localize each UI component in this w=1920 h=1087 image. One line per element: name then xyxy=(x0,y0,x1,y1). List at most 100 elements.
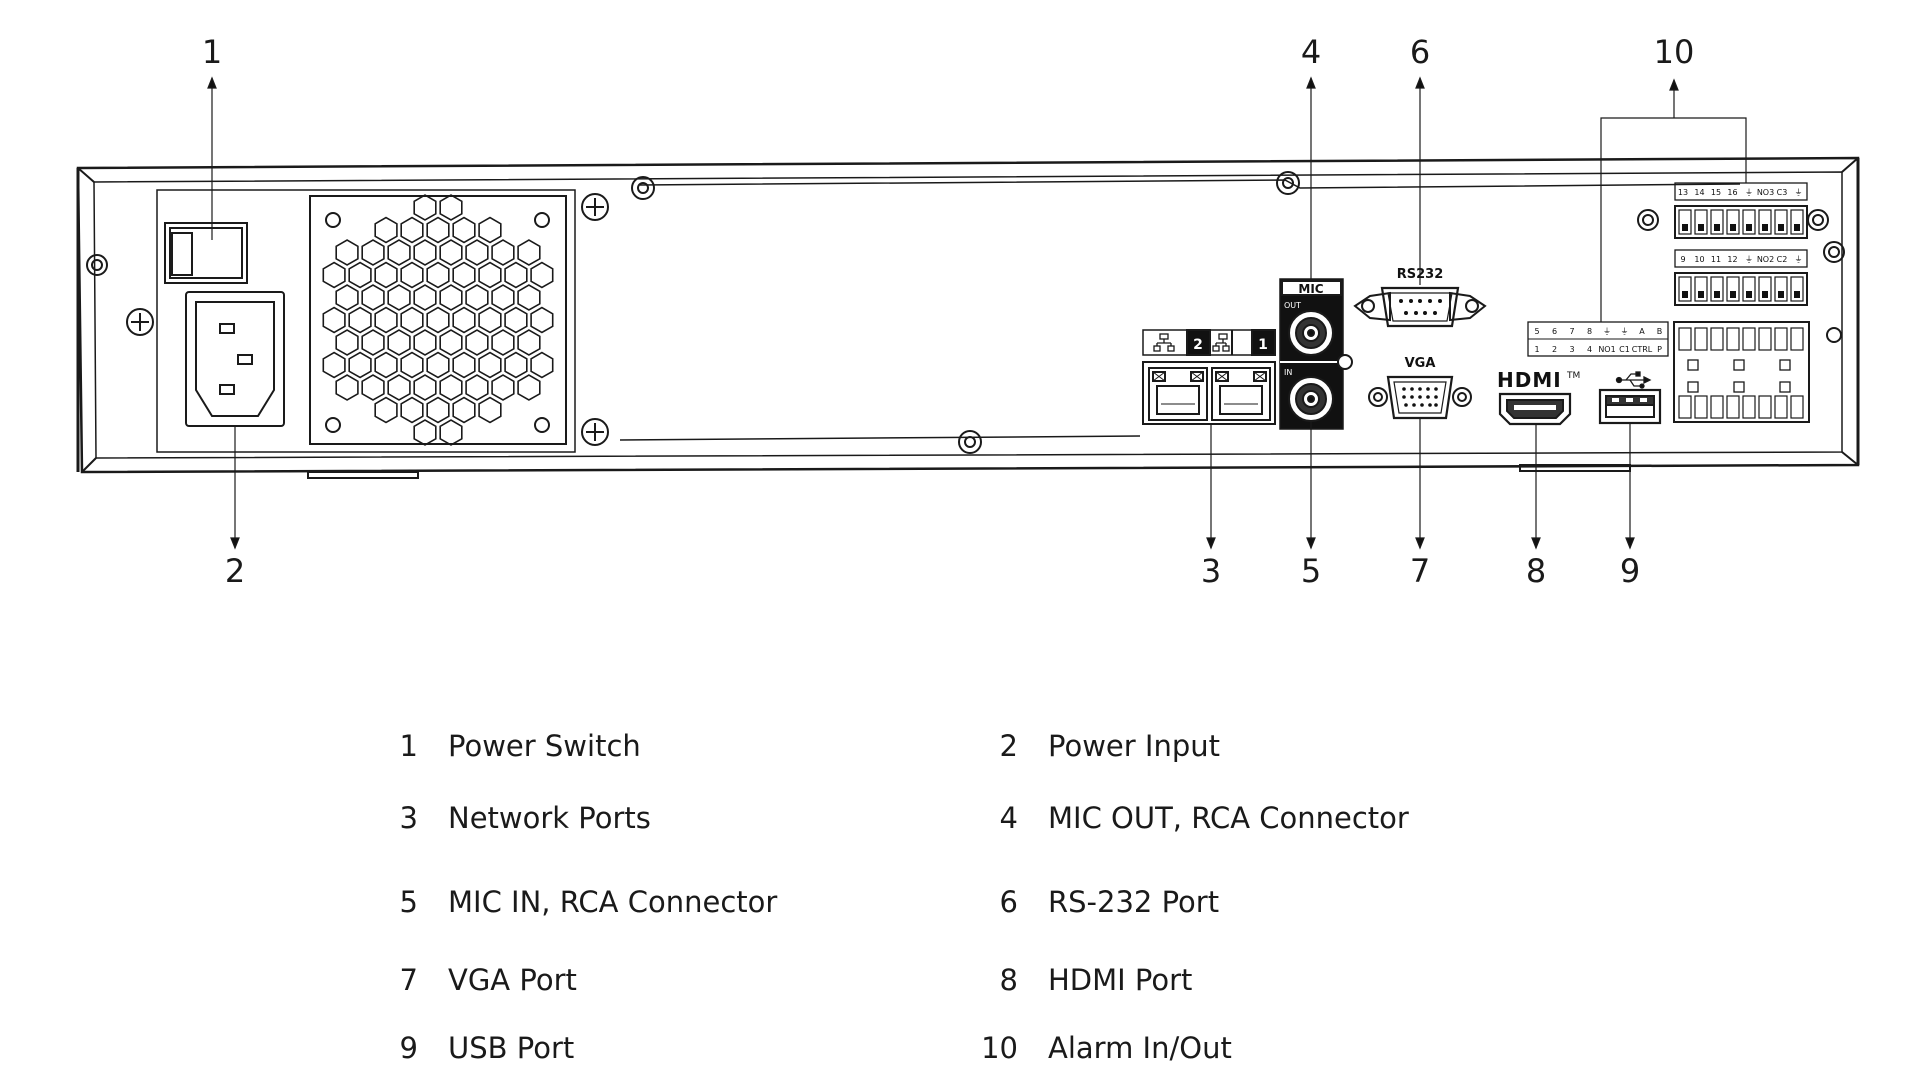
legend-label: Power Switch xyxy=(448,729,641,763)
alarm-terminal-pin xyxy=(1678,209,1692,235)
alarm-terminal-screw xyxy=(1698,291,1704,298)
alarm-terminal-pin xyxy=(1694,209,1708,235)
alarm-terminal-label: C3 xyxy=(1777,188,1788,197)
legend-label: VGA Port xyxy=(448,963,577,997)
mic-in-label: IN xyxy=(1284,368,1292,377)
alarm-terminal-screw xyxy=(1730,224,1736,231)
alarm-terminal-screw xyxy=(1762,224,1768,231)
alarm-terminal-label: 16 xyxy=(1727,188,1737,197)
legend-number: 2 xyxy=(999,729,1018,763)
alarm-terminal-pin xyxy=(1774,327,1788,351)
lan-2-label: 2 xyxy=(1193,337,1203,353)
alarm-terminal-pin xyxy=(1678,327,1692,351)
alarm-terminal-pin xyxy=(1790,209,1804,235)
legend-number: 7 xyxy=(399,963,418,997)
screw xyxy=(86,171,1845,454)
fan-grille xyxy=(309,194,567,446)
alarm-terminal-pin xyxy=(1774,395,1788,419)
alarm-terminal-hole xyxy=(1779,381,1791,393)
leader-arrow xyxy=(1669,78,1679,91)
alarm-terminal-pin xyxy=(1678,395,1692,419)
leader-arrow xyxy=(230,537,240,550)
alarm-terminal-screw xyxy=(1794,291,1800,298)
alarm-terminal-label: 4 xyxy=(1587,345,1592,354)
leader-lines xyxy=(207,76,1747,550)
legend-number: 9 xyxy=(399,1031,418,1065)
alarm-terminal-label: B xyxy=(1657,327,1663,336)
alarm-terminal-label: CTRL xyxy=(1632,345,1653,354)
alarm-terminal-label: ⏚ xyxy=(1795,255,1803,264)
alarm-terminal-label: 9 xyxy=(1680,255,1685,264)
alarm-terminal-pin xyxy=(1790,327,1804,351)
mic-out-label: OUT xyxy=(1284,301,1301,310)
alarm-terminal-hole xyxy=(1733,359,1745,371)
usb-port xyxy=(1598,371,1662,425)
alarm-terminal-screw xyxy=(1682,224,1688,231)
lan-1-label: 1 xyxy=(1258,337,1268,353)
alarm-terminal-label: ⏚ xyxy=(1745,188,1753,197)
callout-number: 3 xyxy=(1201,552,1221,590)
legend-label: Network Ports xyxy=(448,801,651,835)
alarm-terminal-label: 6 xyxy=(1552,327,1557,336)
legend-label: MIC OUT, RCA Connector xyxy=(1048,801,1409,835)
legend-label: HDMI Port xyxy=(1048,963,1193,997)
alarm-terminal-label: 7 xyxy=(1569,327,1574,336)
alarm-terminal-pin xyxy=(1790,395,1804,419)
leader-arrow xyxy=(1206,537,1216,550)
hdmi-port: HDMI TM xyxy=(1497,368,1580,426)
callout-number: 7 xyxy=(1410,552,1430,590)
alarm-terminal-label: 8 xyxy=(1587,327,1592,336)
alarm-terminal-pin xyxy=(1742,327,1756,351)
alarm-terminal-pin xyxy=(1678,276,1692,302)
alarm-terminal-screw xyxy=(1682,291,1688,298)
alarm-terminal-hole xyxy=(1733,381,1745,393)
alarm-terminal-pin xyxy=(1758,276,1772,302)
alarm-terminal-label: ⏚ xyxy=(1745,255,1753,264)
alarm-terminal-label: 10 xyxy=(1694,255,1704,264)
alarm-terminal-pin xyxy=(1790,276,1804,302)
legend-label: Alarm In/Out xyxy=(1048,1031,1232,1065)
network-icon xyxy=(1153,333,1230,352)
alarm-terminal-pin xyxy=(1726,209,1740,235)
hdmi-label: HDMI xyxy=(1497,368,1562,392)
callout-number: 4 xyxy=(1301,33,1321,71)
legend-number: 10 xyxy=(981,1031,1018,1065)
callout-number: 5 xyxy=(1301,552,1321,590)
mic-rca-block: MIC OUT IN xyxy=(1279,278,1353,430)
alarm-terminal-screw xyxy=(1778,291,1784,298)
alarm-terminal-label: 15 xyxy=(1711,188,1721,197)
leader-bracket xyxy=(1600,80,1747,322)
power-plate xyxy=(156,189,576,453)
callout-number: 2 xyxy=(225,552,245,590)
leader-arrow xyxy=(207,76,217,89)
alarm-terminal-pin xyxy=(1774,276,1788,302)
legend-label: USB Port xyxy=(448,1031,575,1065)
alarm-terminal-pin xyxy=(1694,276,1708,302)
alarm-terminal-pin xyxy=(1758,327,1772,351)
alarm-terminal-screw xyxy=(1714,224,1720,231)
legend-number: 6 xyxy=(999,885,1018,919)
mic-label: MIC xyxy=(1298,282,1323,296)
alarm-terminal-pin xyxy=(1742,209,1756,235)
alarm-terminal-label: 2 xyxy=(1552,345,1557,354)
alarm-terminal-label: 1 xyxy=(1534,345,1539,354)
leader-arrow xyxy=(1415,76,1425,89)
leader-arrow xyxy=(1306,537,1316,550)
alarm-terminal-pin xyxy=(1710,276,1724,302)
power-switch xyxy=(164,222,248,284)
callout-number: 6 xyxy=(1410,33,1430,71)
alarm-terminal-hole xyxy=(1687,381,1699,393)
alarm-terminal-label: 14 xyxy=(1694,188,1704,197)
leader-arrow xyxy=(1531,537,1541,550)
hdmi-tm-label: TM xyxy=(1566,371,1580,381)
legend-label: MIC IN, RCA Connector xyxy=(448,885,778,919)
alarm-terminal-label: A xyxy=(1639,327,1645,336)
alarm-terminal-label: 3 xyxy=(1569,345,1574,354)
alarm-terminal-hole xyxy=(1687,359,1699,371)
alarm-terminal-screw xyxy=(1698,224,1704,231)
alarm-terminal-screw xyxy=(1778,224,1784,231)
legend-number: 3 xyxy=(399,801,418,835)
alarm-terminal-label: ⏚ xyxy=(1795,188,1803,197)
alarm-terminal-pin xyxy=(1758,395,1772,419)
